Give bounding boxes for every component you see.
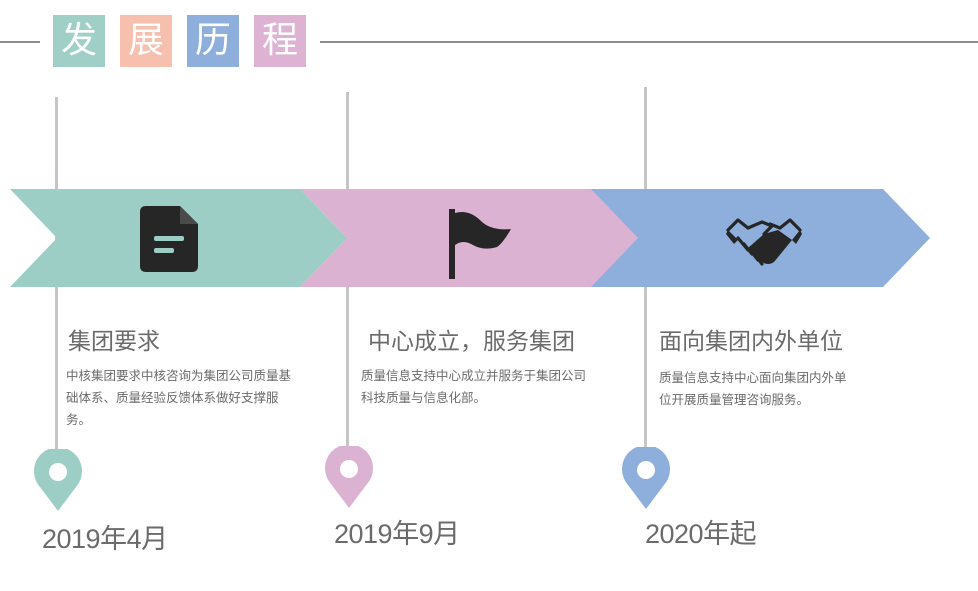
handshake-icon — [726, 218, 802, 266]
stage-2-heading: 中心成立，服务集团 — [368, 329, 575, 355]
stage-1-heading: 集团要求 — [68, 329, 160, 355]
stage-2-description: 质量信息支持中心成立并服务于集团公司科技质量与信息化部。 — [361, 368, 587, 405]
title-char-1: 发 — [53, 15, 105, 67]
title-char-3: 历 — [187, 15, 239, 67]
flag-icon — [449, 209, 511, 279]
location-pin-icon — [34, 449, 82, 511]
stage-3-description: 质量信息支持中心面向集团内外单位开展质量管理咨询服务。 — [659, 370, 847, 407]
header-line-right — [320, 41, 978, 43]
title-char-2: 展 — [120, 15, 172, 67]
location-pin-icon — [622, 447, 670, 509]
location-pin-icon — [325, 446, 373, 508]
stage-2-date: 2019年9月 — [334, 519, 460, 549]
stage-3-date: 2020年起 — [645, 519, 757, 549]
header-line-left — [0, 41, 40, 43]
stage-3-heading: 面向集团内外单位 — [659, 329, 843, 355]
title-char-4: 程 — [254, 15, 306, 67]
document-icon — [140, 206, 198, 272]
stage-1-description: 中核集团要求中核咨询为集团公司质量基础体系、质量经验反馈体系做好支撑服务。 — [66, 368, 292, 427]
stage-1-date: 2019年4月 — [42, 524, 168, 554]
